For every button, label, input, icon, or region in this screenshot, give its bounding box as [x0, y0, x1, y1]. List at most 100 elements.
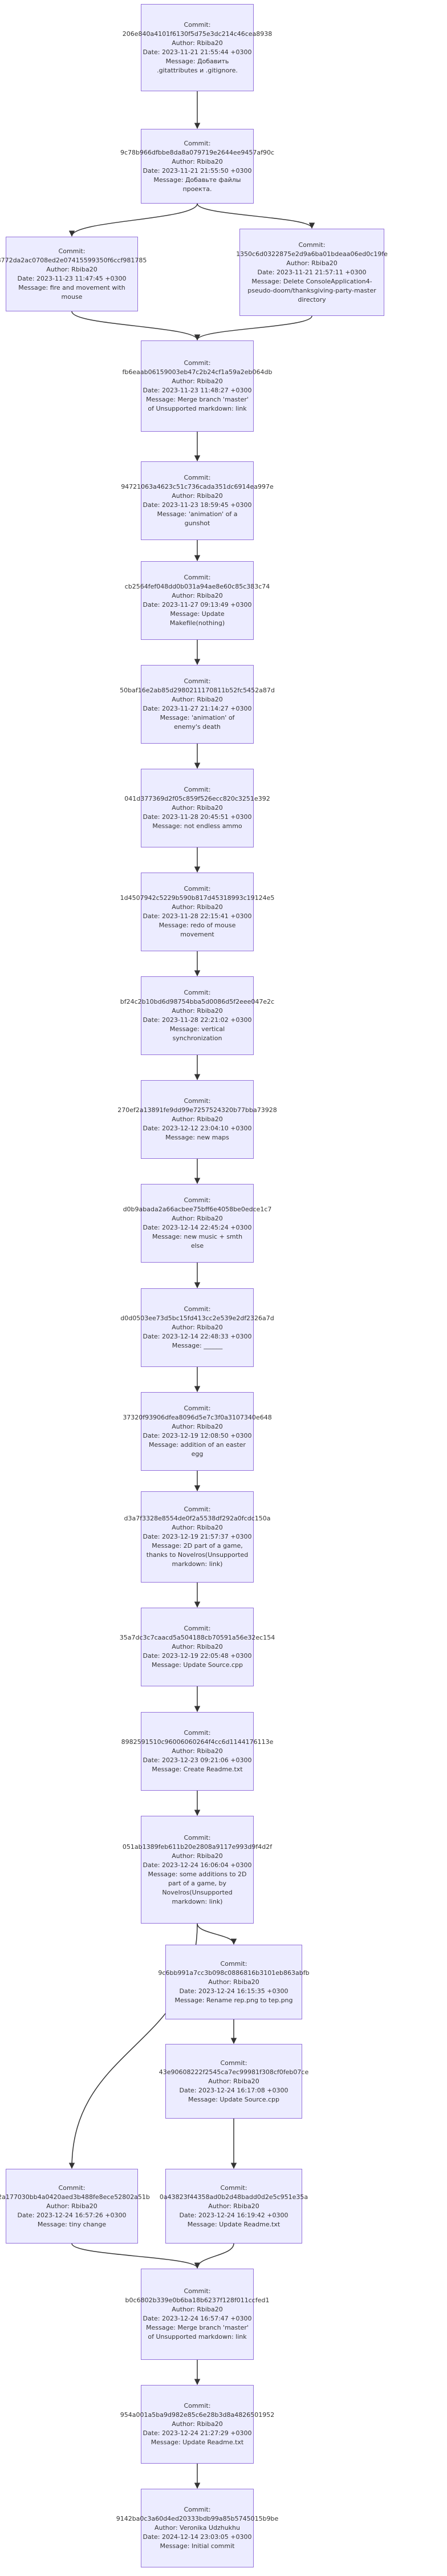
commit-node: Commit:fb6eaab06159003eb47c2b24cf1a59a2e…: [123, 340, 272, 432]
commit-hash: b0c6802b339e0b6ba18b6237f128f011ccfed1: [125, 2297, 270, 2304]
commit-node: Commit:d0b9abada2a66acbee75bff6e4058be0e…: [123, 1184, 271, 1263]
commit-edge-arrow: [194, 315, 312, 341]
commit-date: Date: 2023-11-21 21:57:11 +0300: [257, 268, 367, 276]
commit-message: Message: addition of an easter egg: [149, 1441, 246, 1458]
commit-author: Author: Rbiba20: [172, 696, 223, 703]
commit-node: Commit:d3a7f3328e8554de0f2a5538df292a0fc…: [124, 1491, 271, 1583]
commit-label: Commit:: [220, 2184, 247, 2192]
commit-label: Commit:: [184, 1097, 211, 1105]
commit-author: Author: Rbiba20: [172, 1423, 223, 1430]
commit-author: Author: Rbiba20: [172, 378, 223, 385]
commit-label: Commit:: [58, 247, 86, 255]
commit-author: Author: Rbiba20: [172, 592, 223, 599]
commit-node: Commit:954a001a5ba9d982e85c6e28b3d8a4826…: [120, 2385, 274, 2464]
commit-hash: d0d0503ee73d5bc15fd413cc2e539e2df2326a7d: [120, 1315, 274, 1322]
commit-node: Commit: d0d0503ee73d5bc15fd413cc2e539e2df…: [120, 1288, 274, 1367]
commit-hash: 9c78b966dfbbe8da8a079719e2644ee9457af90c: [120, 148, 275, 156]
commit-date: Date: 2023-12-24 21:27:29 +0300: [143, 2429, 252, 2437]
commit-message: Message: redo of mouse movement: [159, 922, 236, 938]
commit-label: Commit:: [184, 885, 211, 893]
commit-date: Date: 2023-12-14 22:45:24 +0300: [143, 1224, 252, 1231]
commit-hash: 1350c6d0322875e2d9a6ba01bdeaa06ed0c19fe: [236, 250, 388, 258]
commit-author: Author: Rbiba20: [172, 804, 223, 812]
commit-message: Message: Delete ConsoleApplication4-pseu…: [247, 277, 376, 303]
commit-label: Commit:: [184, 786, 211, 793]
commit-message: Message: 2D part of a game, thanks to No…: [146, 1542, 249, 1568]
commit-message: Message: vertical synchronization: [169, 1025, 225, 1042]
commit-node: Commit:8772da2ac0708ed2e07415599350f6ccf…: [0, 237, 147, 311]
commit-message: Message: Добавьте файлы проекта.: [153, 176, 241, 193]
commit-author: Author: Rbiba20: [172, 1115, 223, 1123]
commit-date: Date: 2023-12-24 16:17:08 +0300: [179, 2086, 288, 2094]
commit-date: Date: 2023-12-19 22:05:48 +0300: [143, 1652, 252, 1660]
commit-node: Commit: 051ab1389feb611b20e2808a9117e993d…: [123, 1816, 272, 1924]
commit-author: Author: Rbiba20: [172, 2306, 223, 2313]
commit-edge-arrow: [68, 203, 198, 237]
commit-node: Commit:270ef2a13891fe9dd99e7257524320b77…: [117, 1080, 277, 1159]
commit-hash: bf24c2b10bd6d98754bba5d0086d5f2eee047e2c: [120, 998, 275, 1005]
commit-node: Commit:206e840a4101f6130f5d75e3dc214c46c…: [123, 4, 272, 91]
commit-date: Date: 2023-12-24 16:15:35 +0300: [179, 1987, 288, 1995]
commit-author: Author: Rbiba20: [172, 1524, 223, 1531]
commit-label: Commit:: [184, 1405, 211, 1412]
commit-hash: 9c6bb991a7cc3b098c0886816b3101eb863abfb: [158, 1969, 310, 1977]
commit-message: Message: Rename rep.png to tep.png: [174, 1996, 293, 2004]
commit-node: Commit:52a177030bb4a0420aed3b488fe8ece52…: [0, 2169, 150, 2244]
commit-hash: 041d377369d2f05c859f526ecc820c3251e392: [124, 795, 270, 802]
commit-node: Commit: bf24c2b10bd6d98754bba5d0086d5f2ee…: [120, 976, 274, 1055]
commit-edge-arrow: [71, 2243, 201, 2269]
commit-label: Commit:: [184, 359, 211, 367]
commit-message: Message: some additions to 2D part of a …: [148, 1870, 247, 1905]
commit-hash: 051ab1389feb611b20e2808a9117e993d9f4d2f: [122, 1843, 273, 1851]
commit-author: Author: Rbiba20: [46, 2202, 97, 2210]
commit-author: Author: Veronika Udzhukhu: [155, 2524, 240, 2532]
commit-label: Commit:: [184, 1729, 211, 1737]
commit-node: Commit:0a43823f44358ad0b2d48badd0d2e5c95…: [160, 2169, 308, 2244]
commit-date: Date: 2023-11-27 09:13:49 +0300: [143, 601, 252, 608]
commit-message: Message: not endless ammo: [152, 822, 242, 830]
commit-date: Date: 2023-11-28 22:15:41 +0300: [143, 912, 252, 920]
commit-author: Author: Rbiba20: [172, 2420, 223, 2428]
commit-label: Commit:: [220, 2059, 247, 2067]
commit-author: Author: Rbiba20: [286, 259, 338, 267]
commit-message: Message: Create Readme.txt: [152, 1766, 243, 1773]
commit-label: Commit:: [184, 1305, 211, 1313]
commit-hash: 35a7dc3c7caacd5a504188cb70591a56e32ec154: [119, 1634, 275, 1641]
commit-hash: 0a43823f44358ad0b2d48badd0d2e5c951e35a: [159, 2193, 308, 2201]
commit-message: Message: Update Makefile(nothing): [169, 610, 225, 627]
commit-label: Commit:: [184, 1833, 211, 1841]
commit-label: Commit:: [184, 2506, 211, 2513]
commit-author: Author: Rbiba20: [172, 1747, 223, 1755]
commit-date: Date: 2023-11-28 20:45:51 +0300: [143, 813, 252, 821]
commit-node: Commit:1d4507942c5229b590b817d45318993c1…: [120, 873, 274, 951]
commit-message: Message: fire and movement with mouse: [18, 283, 125, 301]
commit-node: Commit:37320f93906dfea8096d5e7c3f0a31073…: [123, 1392, 272, 1471]
commit-node: Commit:9c78b966dfbbe8da8a079719e2644ee94…: [120, 129, 274, 204]
commit-label: Commit:: [184, 1196, 211, 1204]
commit-message: Message: Update Readme.txt: [187, 2220, 281, 2228]
commit-date: Date: 2023-11-28 22:21:02 +0300: [143, 1016, 252, 1024]
commit-author: Author: Rbiba20: [172, 1215, 223, 1222]
commit-node: Commit:8982591510c96006060264f4cc6d11441…: [121, 1712, 273, 1791]
commit-edge-arrow: [194, 2243, 234, 2269]
commit-hash: 1d4507942c5229b590b817d45318993c19124e5: [120, 894, 275, 902]
commit-edge-arrow: [197, 1923, 237, 1945]
commit-hash: 52a177030bb4a0420aed3b488fe8ece52802a51b: [0, 2193, 150, 2201]
commit-hash: 43e90608222f2545ca7ec99981f308cf0feb07ce: [159, 2068, 309, 2076]
commit-node: Commit:9142ba0c3a60d4ed20333bdb99a85b574…: [116, 2489, 278, 2567]
commit-message: Message: 'animation' of a gunshot: [157, 510, 238, 527]
commit-date: Date: 2023-11-23 11:47:45 +0300: [17, 274, 127, 282]
commit-label: Commit:: [184, 989, 211, 996]
commit-message: Message: Добавить .gitattributes и .giti…: [157, 57, 238, 74]
commit-date: Date: 2023-12-14 22:48:33 +0300: [143, 1333, 252, 1340]
commit-date: Date: 2023-12-12 23:04:10 +0300: [143, 1125, 252, 1132]
commit-label: Commit:: [184, 21, 211, 29]
commit-label: Commit:: [220, 1960, 247, 1968]
commit-date: Date: 2023-12-19 12:08:50 +0300: [143, 1432, 252, 1439]
commit-hash: 50baf16e2ab85d2980211170811b52fc5452a87d: [120, 687, 275, 694]
commit-date: Date: 2023-12-23 09:21:06 +0300: [143, 1756, 252, 1764]
commit-message: Message: Update Source.cpp: [188, 2095, 280, 2103]
commit-message: Message: Update Source.cpp: [151, 1661, 243, 1669]
commit-date: Date: 2023-11-27 21:14:27 +0300: [143, 705, 252, 712]
commit-message: Message: 'animation' of enemy's death: [160, 714, 235, 731]
